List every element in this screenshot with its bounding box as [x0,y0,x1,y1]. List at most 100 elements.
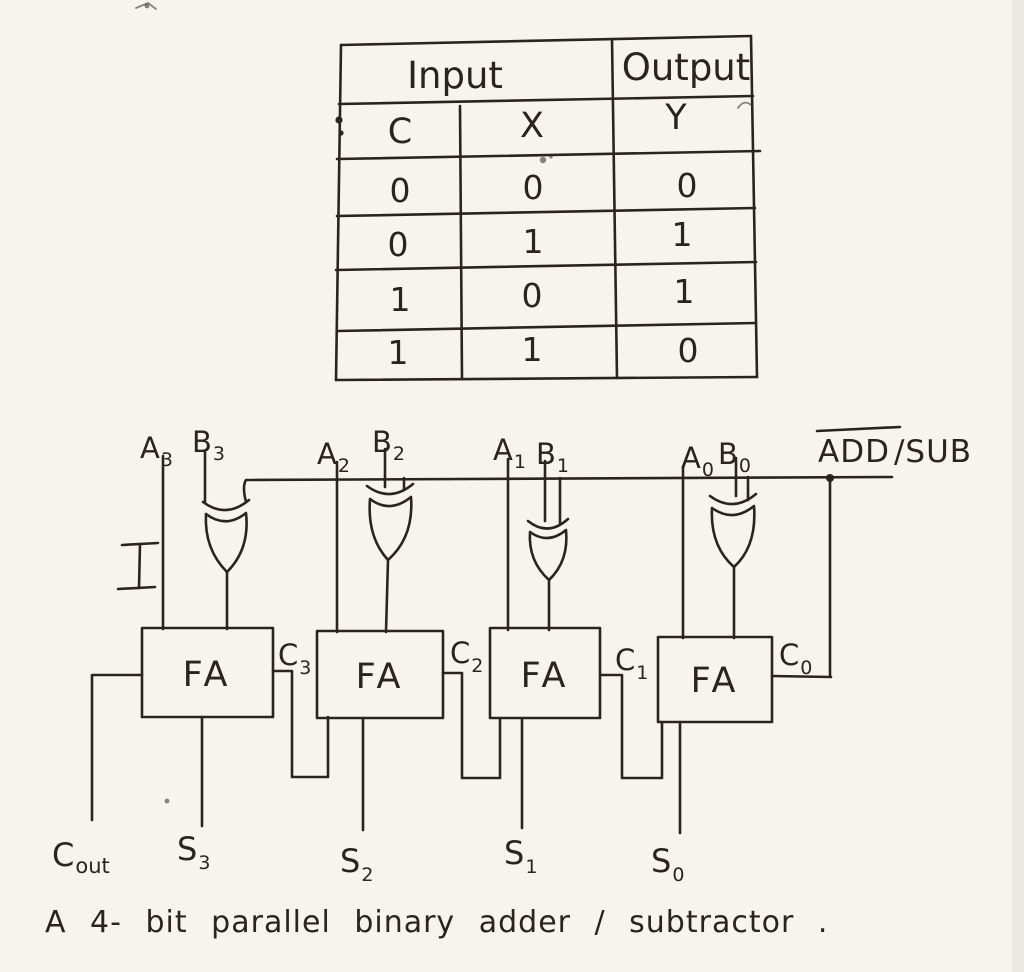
label-sub: 2 [393,443,405,465]
label-main: C [278,638,298,672]
table-col-line-xy [610,37,619,380]
label-sub: 1 [525,856,537,878]
label-a0: A0 [681,441,714,481]
label-fa3: FA [183,655,232,695]
table-col-x: X [520,106,544,146]
label-fa1: FA [521,656,570,696]
label-s1: S1 [504,834,537,878]
label-main: S [177,830,197,868]
label-main: C [52,836,74,874]
label-main: B [372,425,392,459]
table-col-c: C [388,112,412,152]
label-rest: /SUB [894,434,972,470]
addsub-control-label: ADD/SUB [815,425,972,470]
ink-smudge [737,101,752,109]
label-sub: 3 [213,443,225,465]
table-header-output: Output [622,46,751,89]
label-main: C [779,638,799,672]
xor-gate-1-body [528,528,568,582]
table-border-bottom [334,375,759,382]
label-main: B [536,437,556,471]
wire-xor2-out [384,558,390,634]
figure-caption: A 4- bit parallel binary adder / subtrac… [45,905,828,940]
cell-r3-c2: 0 [678,331,699,370]
label-c0: C0 [779,638,812,679]
label-main: C [450,636,470,670]
table-row-line-1 [337,94,755,106]
label-cout: Cout [52,836,110,878]
label-sub: out [75,854,109,878]
wire-carry-c3 [271,669,330,779]
table-row: 0 0 0 [390,166,698,210]
addsub-overline [815,425,902,433]
xor-gate-0-body [710,504,756,569]
wire-carry-c2 [441,671,502,780]
label-a3: A3 [140,431,173,471]
cell-r3-c1: 1 [522,330,543,369]
label-main: B [192,425,212,459]
cell-r3-c0: 1 [388,333,409,372]
label-s3: S3 [177,830,210,874]
label-main: C [615,643,635,677]
cell-r0-c0: 0 [390,171,411,210]
label-a2: A2 [317,437,350,477]
label-b3: B3 [192,425,225,465]
table-row: 1 1 0 [388,330,699,372]
xor-gate-2-body [368,495,413,562]
table-row: 0 1 1 [388,215,693,264]
truth-table: Input Output C X Y 0 0 0 0 1 1 1 0 1 1 1… [334,34,762,382]
label-overlined: ADD [818,434,890,470]
label-main: B [718,437,738,471]
label-c2: C2 [450,636,483,677]
table-row-line-3 [335,206,757,218]
label-sub: 0 [800,657,812,679]
cell-r1-c0: 0 [388,225,409,264]
label-sub: 1 [514,451,526,473]
table-border-right [749,34,759,379]
label-addsub: ADD/SUB [818,434,972,470]
label-b1: B1 [536,437,569,477]
label-main: A [317,437,337,471]
label-main: S [504,834,524,872]
table-col-y: Y [664,98,687,138]
label-fa0: FA [691,661,740,701]
wire-cout [90,673,144,822]
full-adder-box-1 [488,626,602,720]
label-sub: 2 [361,864,373,886]
label-sub: 3 [198,852,210,874]
table-header-input: Input [407,54,503,97]
cell-r0-c2: 0 [677,166,698,205]
cell-r2-c1: 0 [522,276,543,315]
label-fa2: FA [356,657,405,697]
table-border-top [339,34,753,47]
full-adder-box-3 [140,626,275,719]
label-main: S [651,842,671,880]
table-row: 1 0 1 [390,272,695,319]
cell-r2-c2: 1 [674,272,695,311]
xor-gate-3-body [204,511,248,574]
label-sub: 2 [338,455,350,477]
table-border-left [334,43,343,382]
label-c1: C1 [615,643,648,684]
wire-carry-c1 [598,673,664,780]
label-sub: 0 [672,864,684,886]
cell-r1-c2: 1 [672,215,693,254]
full-adder-box-2 [315,629,445,720]
wire-c0-horizontal [770,674,833,679]
table-row-line-2 [335,149,762,161]
adder-subtractor-circuit: A3 B3 A2 B2 A1 B1 A0 B0 ADD/SUB FA FA FA… [52,425,972,886]
cell-r0-c1: 0 [523,168,544,207]
ink-smudge [164,798,170,804]
full-adder-box-0 [656,635,774,724]
label-c3: C3 [278,638,311,679]
table-row-line-5 [335,321,758,333]
label-main: A [681,441,701,475]
cell-r1-c1: 1 [523,222,544,261]
cell-r2-c0: 1 [390,280,411,319]
label-s0: S0 [651,842,684,886]
label-sub: 1 [636,662,648,684]
stray-i-stem [137,542,142,590]
label-sub: 0 [739,455,751,477]
xor-gate-0-input-arc [708,492,758,506]
